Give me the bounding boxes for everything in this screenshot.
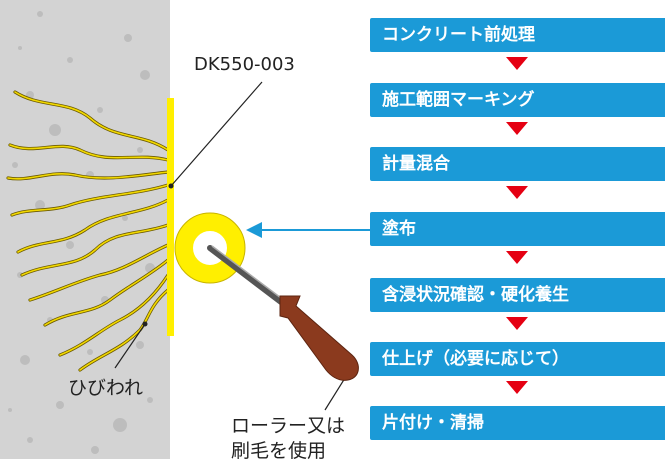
- apply-arrow-head: [246, 222, 262, 238]
- step-arrow-5: [506, 317, 528, 330]
- step-3: 計量混合: [370, 147, 665, 181]
- step-arrow-3: [506, 186, 528, 199]
- step-arrow-2: [506, 122, 528, 135]
- step-2: 施工範囲マーキング: [370, 83, 665, 117]
- roller-label-line2: 刷毛を使用: [231, 440, 327, 462]
- step-arrow-1: [506, 57, 528, 70]
- roller-ring: [175, 213, 245, 283]
- roller-ring-outline: [174, 212, 246, 284]
- crack-lines: [6, 90, 170, 372]
- roller-label-line1: ローラー又は: [231, 415, 346, 437]
- coating-layer: [167, 98, 174, 336]
- crack-label: ひびわれ: [68, 377, 144, 399]
- step-arrow-4: [506, 251, 528, 264]
- roller-shaft: [207, 245, 288, 308]
- crack-leader-line: [114, 323, 146, 369]
- crack-leader-dot: [142, 321, 148, 327]
- step-arrow-6: [506, 381, 528, 394]
- step-5: 含浸状況確認・硬化養生: [370, 278, 665, 312]
- roller-handle: [279, 295, 359, 381]
- step-6: 仕上げ（必要に応じて）: [370, 342, 665, 376]
- product-code-label: DK550-003: [194, 54, 295, 75]
- product-leader-line: [170, 81, 263, 187]
- product-leader-dot: [168, 183, 174, 189]
- roller-shaft-highlight: [211, 245, 286, 302]
- step-1: コンクリート前処理: [370, 18, 665, 52]
- step-7: 片付け・清掃: [370, 406, 665, 440]
- step-4: 塗布: [370, 212, 665, 246]
